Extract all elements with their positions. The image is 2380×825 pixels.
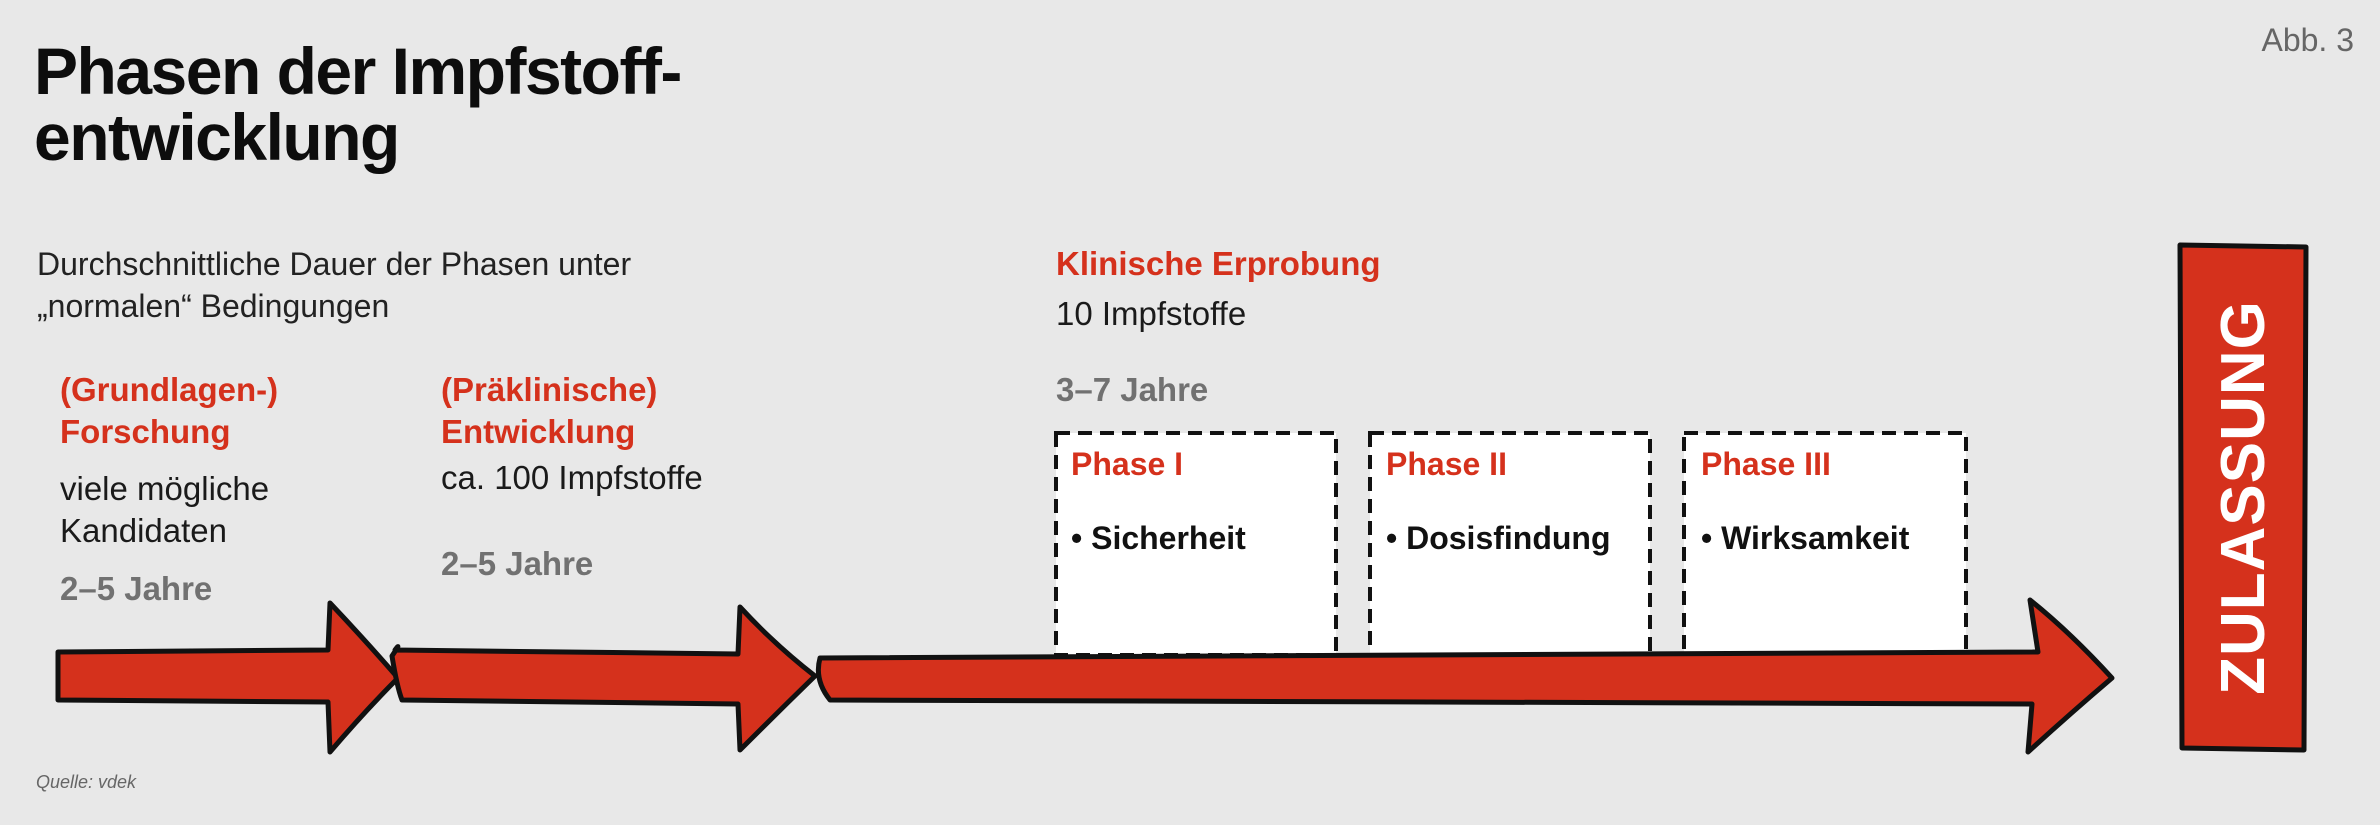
subtitle-line-1: Durchschnittliche Dauer der Phasen unter <box>37 246 632 282</box>
arrow-clinical <box>815 597 2115 755</box>
title-line-1: Phasen der Impfstoff- <box>34 34 682 108</box>
stage-research-title-line-2: Forschung <box>60 413 231 450</box>
phase-1-title: Phase I <box>1071 446 1184 482</box>
subtitle: Durchschnittliche Dauer der Phasen unter… <box>37 243 631 327</box>
phase-1-item: • Sicherheit <box>1071 520 1246 556</box>
stage-research-desc-line-1: viele mögliche <box>60 470 270 507</box>
stage-preclinical-title-line-1: (Präklinische) <box>441 371 658 408</box>
title-line-2: entwicklung <box>34 100 400 174</box>
phase-2-title: Phase II <box>1386 446 1507 482</box>
phase-box-1 <box>1054 431 1338 657</box>
phase-3-item: • Wirksamkeit <box>1701 520 1910 556</box>
source-note: Quelle: vdek <box>36 772 137 792</box>
stage-clinical-description: 10 Impfstoffe <box>1056 295 1247 332</box>
stage-research-title: (Grundlagen-) Forschung <box>60 369 278 453</box>
stage-preclinical-title: (Präklinische) Entwicklung <box>441 369 657 453</box>
approval-bar <box>2177 242 2309 753</box>
approval-label: ZULASSUNG <box>2208 300 2278 695</box>
phase-box-3 <box>1682 431 1968 657</box>
stage-research-desc-line-2: Kandidaten <box>60 512 227 549</box>
approval-label-container: ZULASSUNG <box>2180 245 2306 750</box>
stage-research-duration: 2–5 Jahre <box>60 570 213 607</box>
stage-research-description: viele mögliche Kandidaten <box>60 468 269 552</box>
stage-research-title-line-1: (Grundlagen-) <box>60 371 279 408</box>
stage-clinical-duration: 3–7 Jahre <box>1056 371 1209 408</box>
arrow-research <box>55 600 401 755</box>
figure-label: Abb. 3 <box>2261 22 2354 58</box>
arrow-preclinical <box>389 604 818 753</box>
page-title: Phasen der Impfstoff- entwicklung <box>34 34 682 174</box>
stage-preclinical-description: ca. 100 Impfstoffe <box>441 459 703 496</box>
subtitle-line-2: „normalen“ Bedingungen <box>37 288 390 324</box>
phase-3-title: Phase III <box>1701 446 1831 482</box>
phase-2-item: • Dosisfindung <box>1386 520 1611 556</box>
stage-preclinical-duration: 2–5 Jahre <box>441 545 594 582</box>
stage-clinical-title: Klinische Erprobung <box>1056 245 1381 282</box>
stage-preclinical-title-line-2: Entwicklung <box>441 413 636 450</box>
